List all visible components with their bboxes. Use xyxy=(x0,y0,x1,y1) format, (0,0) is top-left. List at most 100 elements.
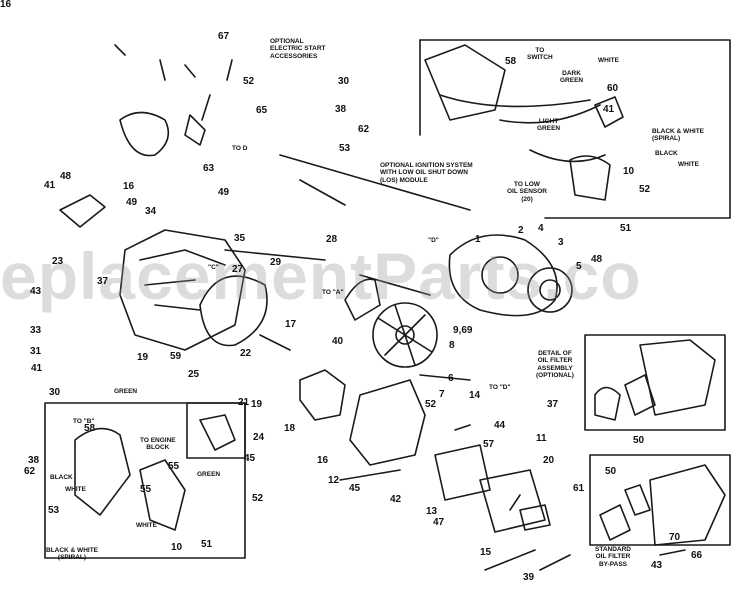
part-number-label: 58 xyxy=(84,423,96,434)
part-number-label: 49 xyxy=(126,197,138,208)
part-number-label: 44 xyxy=(494,420,506,431)
part-number-label: 23 xyxy=(52,256,64,267)
part-number-label: 16 xyxy=(0,0,12,10)
part-number-label: 19 xyxy=(251,399,263,410)
part-number-label: 25 xyxy=(188,369,200,380)
black-white-spiral-bottom-label: BLACK & WHITE (SPIRAL) xyxy=(46,547,98,562)
white-mid-label: WHITE xyxy=(678,161,699,168)
part-number-label: 30 xyxy=(338,76,350,87)
part-number-label: 14 xyxy=(469,390,481,401)
white-left-label: WHITE xyxy=(65,486,86,493)
part-number-label: 9,69 xyxy=(453,325,473,336)
black-top-label: BLACK xyxy=(655,150,678,157)
part-number-label: 30 xyxy=(49,387,61,398)
green-mid-label: GREEN xyxy=(197,471,221,478)
part-number-label: 45 xyxy=(244,453,256,464)
part-number-label: 37 xyxy=(547,399,559,410)
part-number-label: 12 xyxy=(328,475,340,486)
dark-green-label: DARK GREEN xyxy=(560,70,584,85)
part-number-label: 18 xyxy=(284,423,296,434)
part-number-label: 59 xyxy=(170,351,182,362)
part-number-label: 22 xyxy=(240,348,252,359)
part-number-label: 27 xyxy=(232,264,244,275)
part-number-label: 29 xyxy=(270,257,282,268)
part-number-label: 63 xyxy=(203,163,215,174)
part-number-label: 41 xyxy=(31,363,43,374)
part-number-label: 17 xyxy=(285,319,297,330)
part-number-label: 13 xyxy=(426,506,438,517)
part-number-label: 6 xyxy=(448,373,454,384)
part-number-label: 50 xyxy=(633,435,645,446)
part-number-label: 31 xyxy=(30,346,42,357)
part-number-label: 33 xyxy=(30,325,42,336)
light-green-label: LIGHT GREEN xyxy=(537,118,561,133)
black-white-spiral-top-label: BLACK & WHITE (SPIRAL) xyxy=(652,128,704,143)
part-number-label: 62 xyxy=(358,124,370,135)
part-number-label: 39 xyxy=(523,572,535,583)
to-a-label: TO "A" xyxy=(322,289,344,296)
part-number-label: 16 xyxy=(123,181,135,192)
part-number-label: 52 xyxy=(639,184,651,195)
part-number-label: 52 xyxy=(252,493,264,504)
part-number-label: 65 xyxy=(256,105,268,116)
part-number-label: 49 xyxy=(218,187,230,198)
part-number-label: 45 xyxy=(349,483,361,494)
watermark: eplacementParts.co xyxy=(0,239,642,313)
green-small-label: GREEN xyxy=(114,388,138,395)
part-number-label: 61 xyxy=(573,483,585,494)
part-number-label: 53 xyxy=(48,505,60,516)
part-number-label: 51 xyxy=(620,223,632,234)
part-number-label: 43 xyxy=(651,560,663,571)
part-number-label: 55 xyxy=(140,484,152,495)
part-number-label: 21 xyxy=(238,397,250,408)
part-number-label: 38 xyxy=(28,455,40,466)
to-d-mid-label: TO "D" xyxy=(489,384,511,391)
to-low-oil-sensor-label: TO LOW OIL SENSOR (20) xyxy=(507,181,547,203)
oil-filter-detail-caption: DETAIL OF OIL FILTER ASSEMBLY (OPTIONAL) xyxy=(536,350,574,380)
part-number-label: 1 xyxy=(475,234,481,245)
part-number-label: 70 xyxy=(669,532,681,543)
d-quote-label: "D" xyxy=(428,237,439,244)
standard-oil-filter-caption: STANDARD OIL FILTER BY-PASS xyxy=(595,546,631,568)
part-number-label: 52 xyxy=(243,76,255,87)
part-number-label: 58 xyxy=(505,56,517,67)
part-number-label: 53 xyxy=(339,143,351,154)
part-number-label: 10 xyxy=(623,166,635,177)
part-number-label: 19 xyxy=(137,352,149,363)
part-number-label: 10 xyxy=(171,542,183,553)
part-number-label: 3 xyxy=(558,237,564,248)
part-number-label: 11 xyxy=(536,433,547,444)
part-number-label: 55 xyxy=(168,461,180,472)
to-switch-label: TO SWITCH xyxy=(527,47,553,62)
part-number-label: 41 xyxy=(603,104,615,115)
part-number-label: 24 xyxy=(253,432,265,443)
part-number-label: 5 xyxy=(576,261,582,272)
electric-start-caption: OPTIONAL ELECTRIC START ACCESSORIES xyxy=(270,38,326,60)
part-number-label: 8 xyxy=(449,340,455,351)
part-number-label: 42 xyxy=(390,494,402,505)
white-small-label: WHITE xyxy=(136,522,157,529)
part-number-label: 48 xyxy=(591,254,603,265)
part-number-label: 34 xyxy=(145,206,157,217)
part-number-label: 67 xyxy=(218,31,230,42)
part-number-label: 35 xyxy=(234,233,246,244)
part-number-label: 28 xyxy=(326,234,338,245)
part-number-label: 52 xyxy=(425,399,437,410)
white-top-label: WHITE xyxy=(598,57,619,64)
part-number-label: 38 xyxy=(335,104,347,115)
part-number-label: 50 xyxy=(605,466,617,477)
part-number-label: 57 xyxy=(483,439,495,450)
part-number-label: 62 xyxy=(24,466,36,477)
part-number-label: 51 xyxy=(201,539,213,550)
c-quote-label: "C" xyxy=(208,264,219,271)
part-number-label: 40 xyxy=(332,336,344,347)
part-number-label: 16 xyxy=(317,455,329,466)
part-number-label: 15 xyxy=(480,547,492,558)
part-number-label: 20 xyxy=(543,455,555,466)
ignition-system-caption: OPTIONAL IGNITION SYSTEM WITH LOW OIL SH… xyxy=(380,162,473,184)
part-number-label: 43 xyxy=(30,286,42,297)
part-number-label: 47 xyxy=(433,517,445,528)
part-number-label: 7 xyxy=(439,389,445,400)
part-number-label: 48 xyxy=(60,171,72,182)
